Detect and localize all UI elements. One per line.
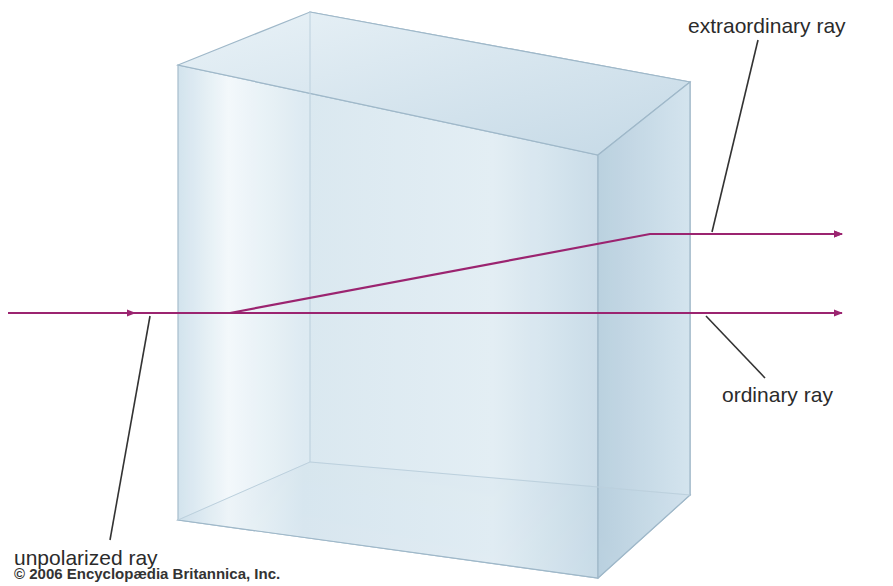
ray-label: extraordinary ray <box>688 14 846 37</box>
light-rays <box>8 234 842 313</box>
ray-label: ordinary ray <box>722 383 833 406</box>
leader-lines <box>110 40 765 540</box>
copyright-notice: © 2006 Encyclopædia Britannica, Inc. <box>14 566 280 583</box>
crystal-block <box>178 12 690 578</box>
